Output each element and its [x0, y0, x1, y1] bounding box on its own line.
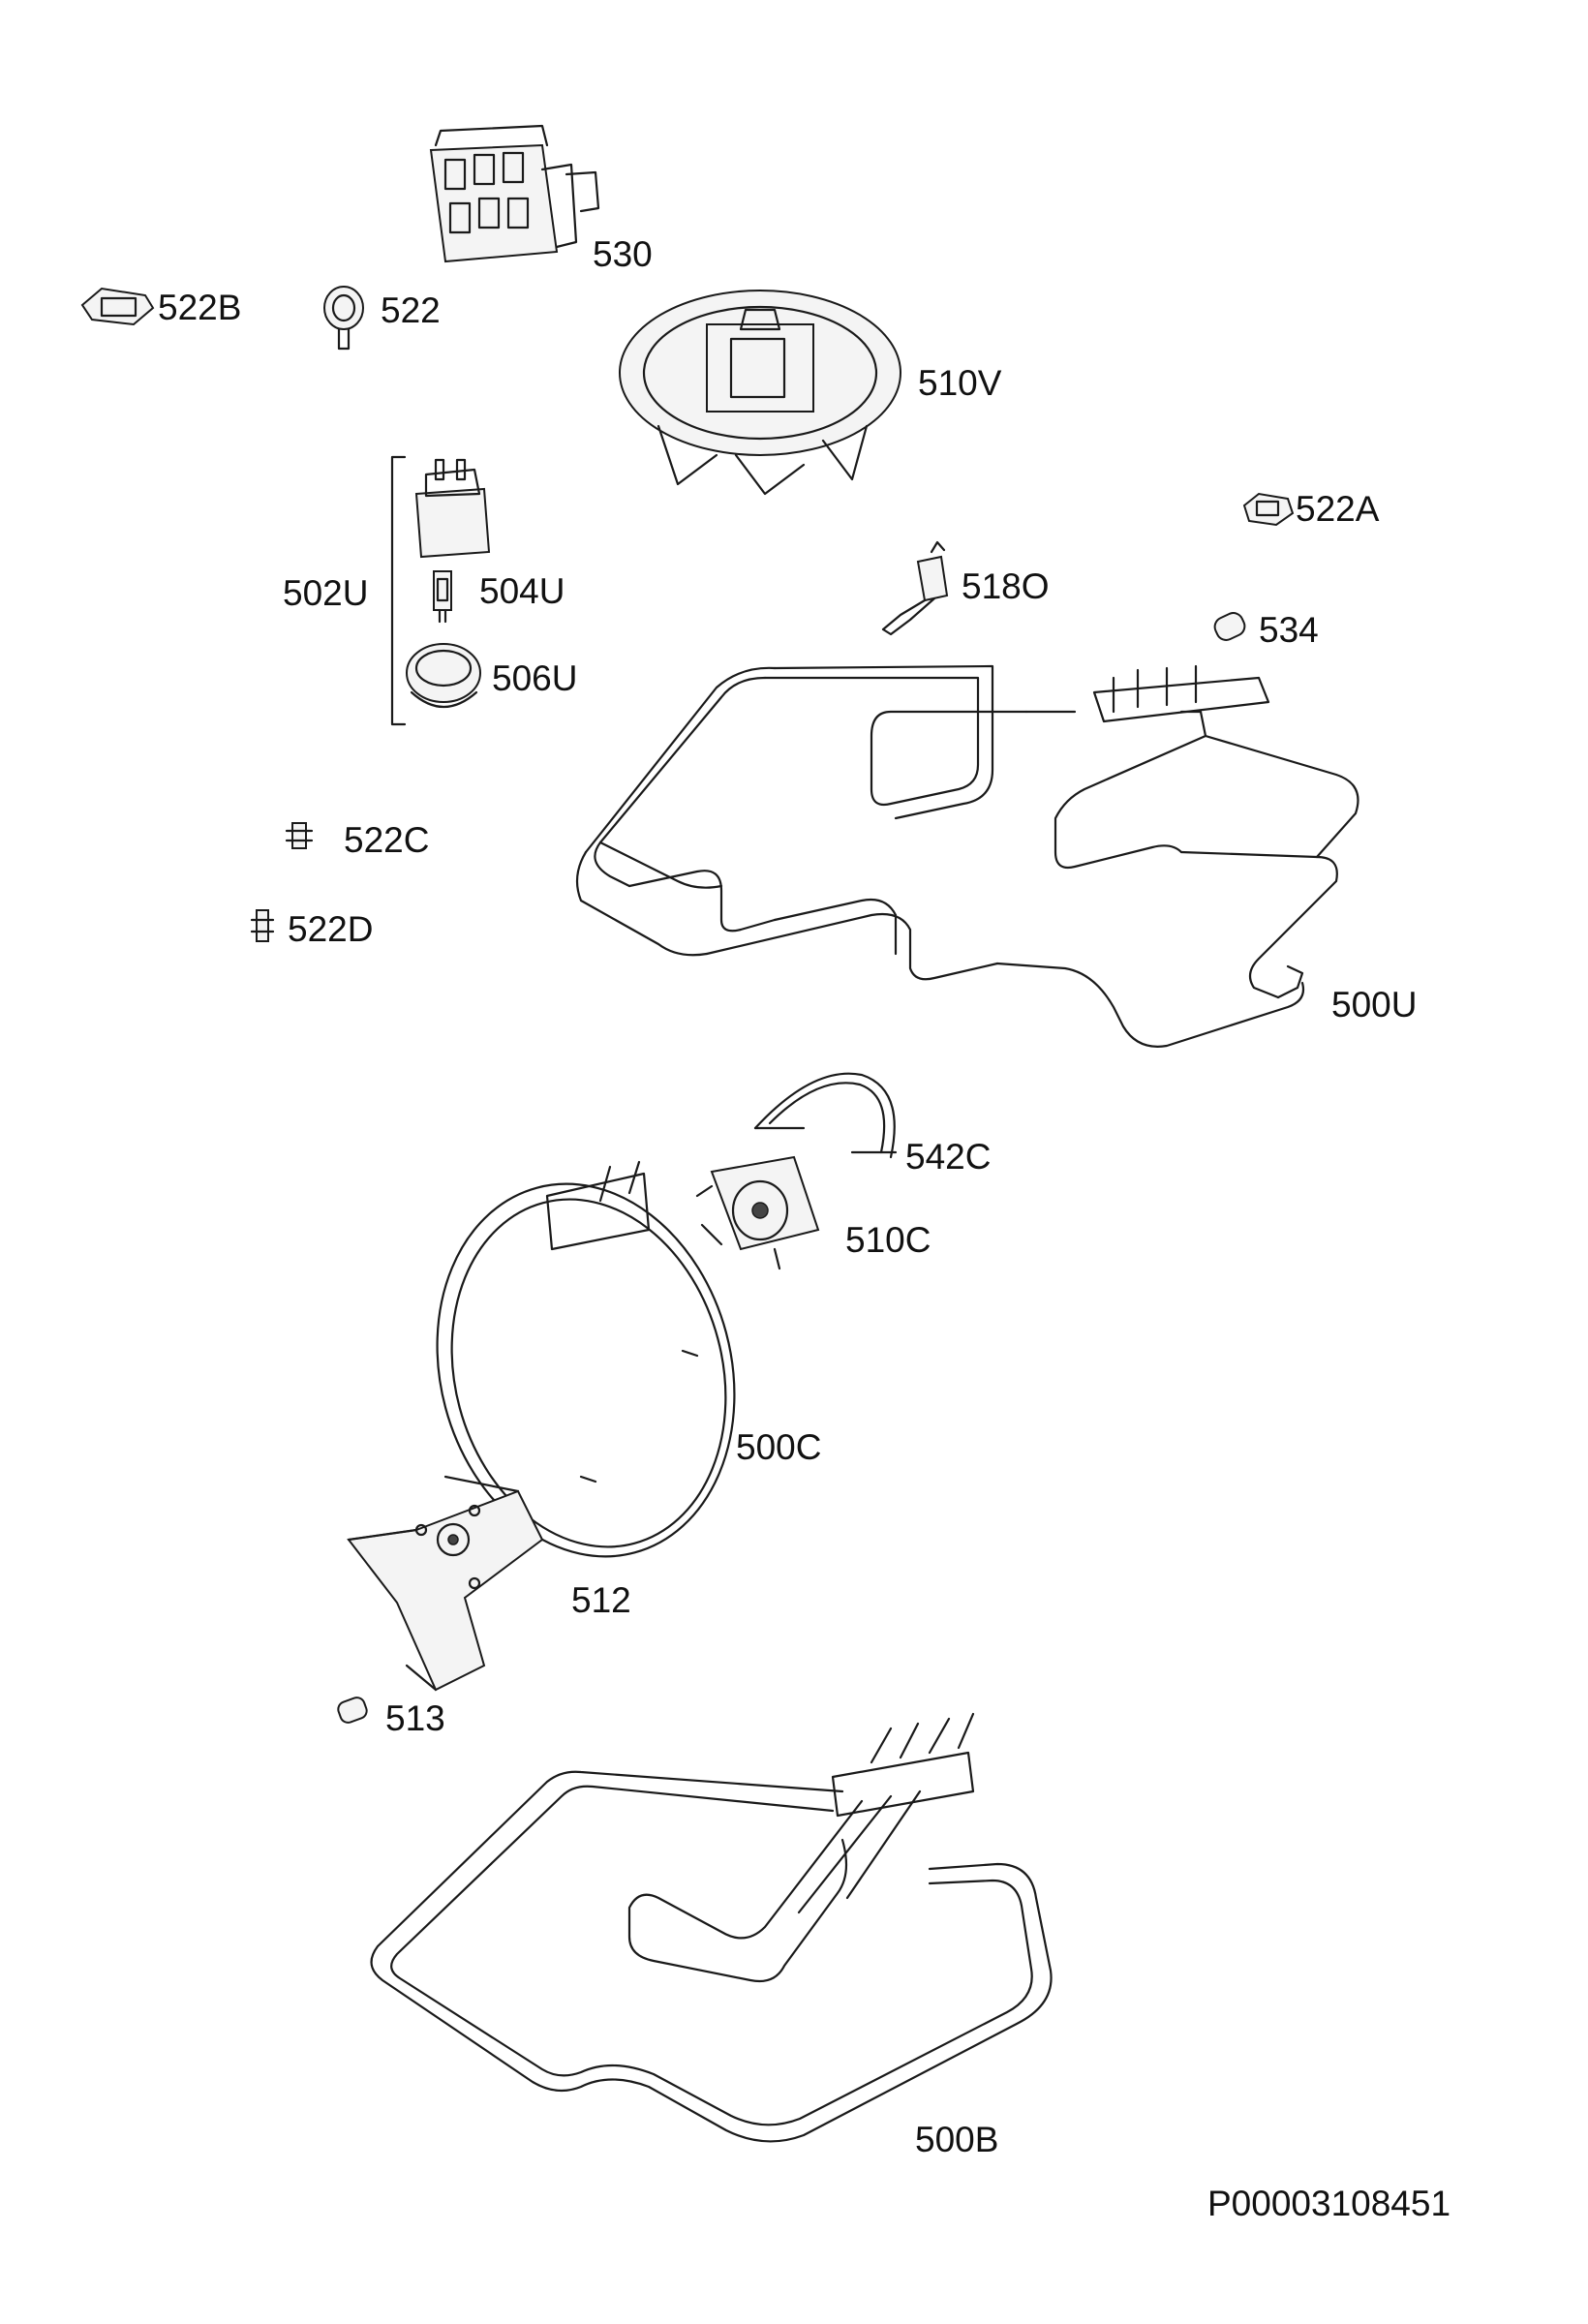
clip-522D-drawing	[250, 909, 275, 942]
label-500U: 500U	[1331, 985, 1417, 1024]
label-504U: 504U	[479, 571, 565, 611]
label-518O: 518O	[962, 566, 1050, 606]
clip-522C-drawing	[285, 822, 314, 849]
label-500C: 500C	[736, 1427, 821, 1467]
label-522: 522	[381, 290, 441, 330]
nut-513-drawing	[337, 1697, 368, 1724]
fan-blade-512-drawing	[347, 1475, 544, 1692]
fan-motor-510V-drawing	[619, 290, 901, 496]
label-510V: 510V	[918, 363, 1002, 403]
top-heating-element-500U-drawing	[575, 664, 1359, 1048]
lamp-bulb-504U-drawing	[433, 570, 452, 624]
label-542C: 542C	[905, 1137, 991, 1177]
terminal-block-530-drawing	[429, 124, 600, 263]
label-502U: 502U	[283, 573, 368, 613]
label-510C: 510C	[845, 1220, 931, 1260]
label-522D: 522D	[288, 909, 373, 949]
label-500B: 500B	[915, 2120, 998, 2159]
cap-534-drawing	[1213, 612, 1246, 641]
bracket-522A-drawing	[1242, 492, 1295, 527]
label-513: 513	[385, 1698, 445, 1738]
label-522A: 522A	[1296, 489, 1380, 529]
label-506U: 506U	[492, 658, 577, 698]
lamp-cover-506U-drawing	[406, 643, 481, 709]
clamp-542C-drawing	[753, 1072, 898, 1159]
thermostat-probe-518O-drawing	[881, 540, 949, 636]
bracket-522B-drawing	[80, 287, 155, 326]
label-530: 530	[593, 234, 653, 274]
drawing-code: P00003108451	[1207, 2184, 1451, 2223]
fan-motor-510C-drawing	[695, 1155, 820, 1270]
clip-522-drawing	[323, 286, 364, 351]
label-522C: 522C	[344, 820, 429, 860]
ring-heating-element-500C-drawing	[436, 1160, 736, 1558]
lamp-group-bracket	[390, 455, 407, 726]
label-512: 512	[571, 1580, 631, 1620]
lamp-holder-drawing	[414, 458, 491, 559]
bottom-heating-element-500B-drawing	[370, 1712, 1053, 2143]
label-534: 534	[1259, 610, 1319, 650]
label-522B: 522B	[158, 288, 241, 327]
